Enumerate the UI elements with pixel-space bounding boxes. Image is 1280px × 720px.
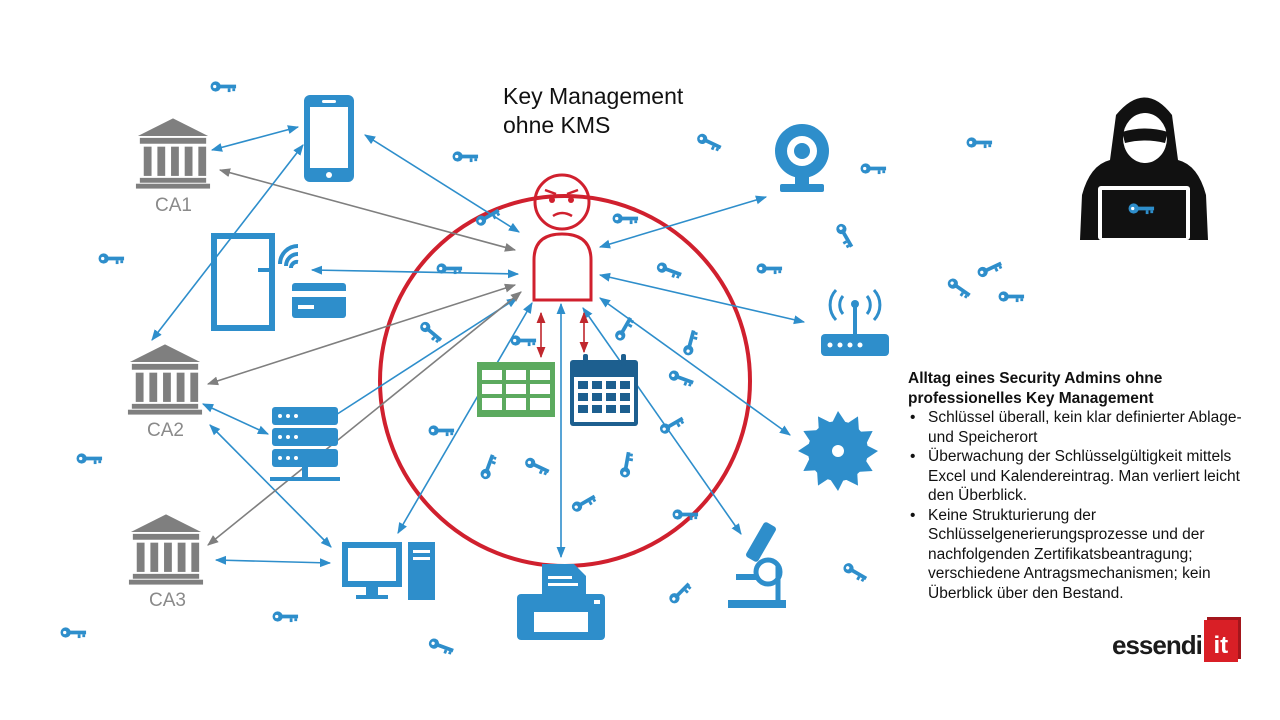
key-icon xyxy=(60,627,87,639)
essendi-logo: essendi it xyxy=(1112,618,1238,662)
bank-icon xyxy=(127,344,203,415)
bank-icon xyxy=(128,514,204,585)
title-line-1: Key Management xyxy=(503,83,684,109)
diagram-title: Key Management ohne KMS xyxy=(503,82,683,140)
key-icon xyxy=(966,137,993,149)
key-icon xyxy=(667,580,693,606)
key-icon xyxy=(76,453,103,465)
key-icon xyxy=(428,425,455,437)
printer-icon xyxy=(517,564,605,640)
calendar-icon xyxy=(570,354,638,426)
worried-person-icon xyxy=(532,173,593,302)
info-bullet: Keine Strukturierung der Schlüsselgeneri… xyxy=(910,506,1258,604)
ca2-label: CA2 xyxy=(147,420,184,441)
logo-box: it xyxy=(1203,620,1238,662)
smartphone-icon xyxy=(304,95,354,182)
key-icon xyxy=(427,637,455,656)
info-bullet-list: Schlüssel überall, kein klar definierter… xyxy=(908,408,1258,603)
door-access-icon xyxy=(211,233,346,331)
ca3-label: CA3 xyxy=(149,590,186,611)
key-icon xyxy=(98,253,125,265)
info-bullet: Schlüssel überall, kein klar definierter… xyxy=(910,408,1258,447)
key-icon xyxy=(655,261,683,280)
key-icon xyxy=(945,276,973,300)
key-icon xyxy=(667,369,695,388)
key-icon xyxy=(510,335,537,347)
key-icon xyxy=(998,291,1025,303)
key-icon xyxy=(695,132,723,153)
logo-text: essendi xyxy=(1112,630,1203,660)
key-icon xyxy=(841,561,869,584)
key-icon xyxy=(975,258,1004,280)
router-icon xyxy=(821,288,889,356)
key-icon xyxy=(272,611,299,623)
server-icon xyxy=(270,407,340,481)
key-icon xyxy=(619,451,635,479)
bank-icon xyxy=(135,118,211,189)
ca1-label: CA1 xyxy=(155,195,192,216)
key-icon xyxy=(613,315,636,343)
info-text-box: Alltag eines Security Admins ohne profes… xyxy=(908,369,1258,603)
info-heading: Alltag eines Security Admins ohne profes… xyxy=(908,370,1163,407)
hacker-icon xyxy=(1080,97,1208,240)
key-icon xyxy=(612,213,639,225)
key-icon xyxy=(523,456,551,477)
key-icon xyxy=(860,163,887,175)
key-icon xyxy=(474,205,502,228)
key-icon xyxy=(479,453,498,481)
saw-blade-icon xyxy=(798,411,878,491)
key-icon xyxy=(658,413,686,436)
key-icon xyxy=(570,491,598,514)
webcam-icon xyxy=(775,124,829,192)
key-icon xyxy=(682,329,699,357)
key-icon xyxy=(834,222,857,250)
title-line-2: ohne KMS xyxy=(503,112,611,138)
key-icon xyxy=(210,81,237,93)
key-icon xyxy=(417,319,445,345)
spreadsheet-icon xyxy=(477,362,555,417)
info-bullet: Überwachung der Schlüsselgültigkeit mitt… xyxy=(910,447,1258,506)
desktop-computer-icon xyxy=(342,542,435,600)
kms-circle xyxy=(378,194,752,568)
microscope-icon xyxy=(728,522,786,608)
key-icon xyxy=(452,151,479,163)
key-icon xyxy=(756,263,783,275)
